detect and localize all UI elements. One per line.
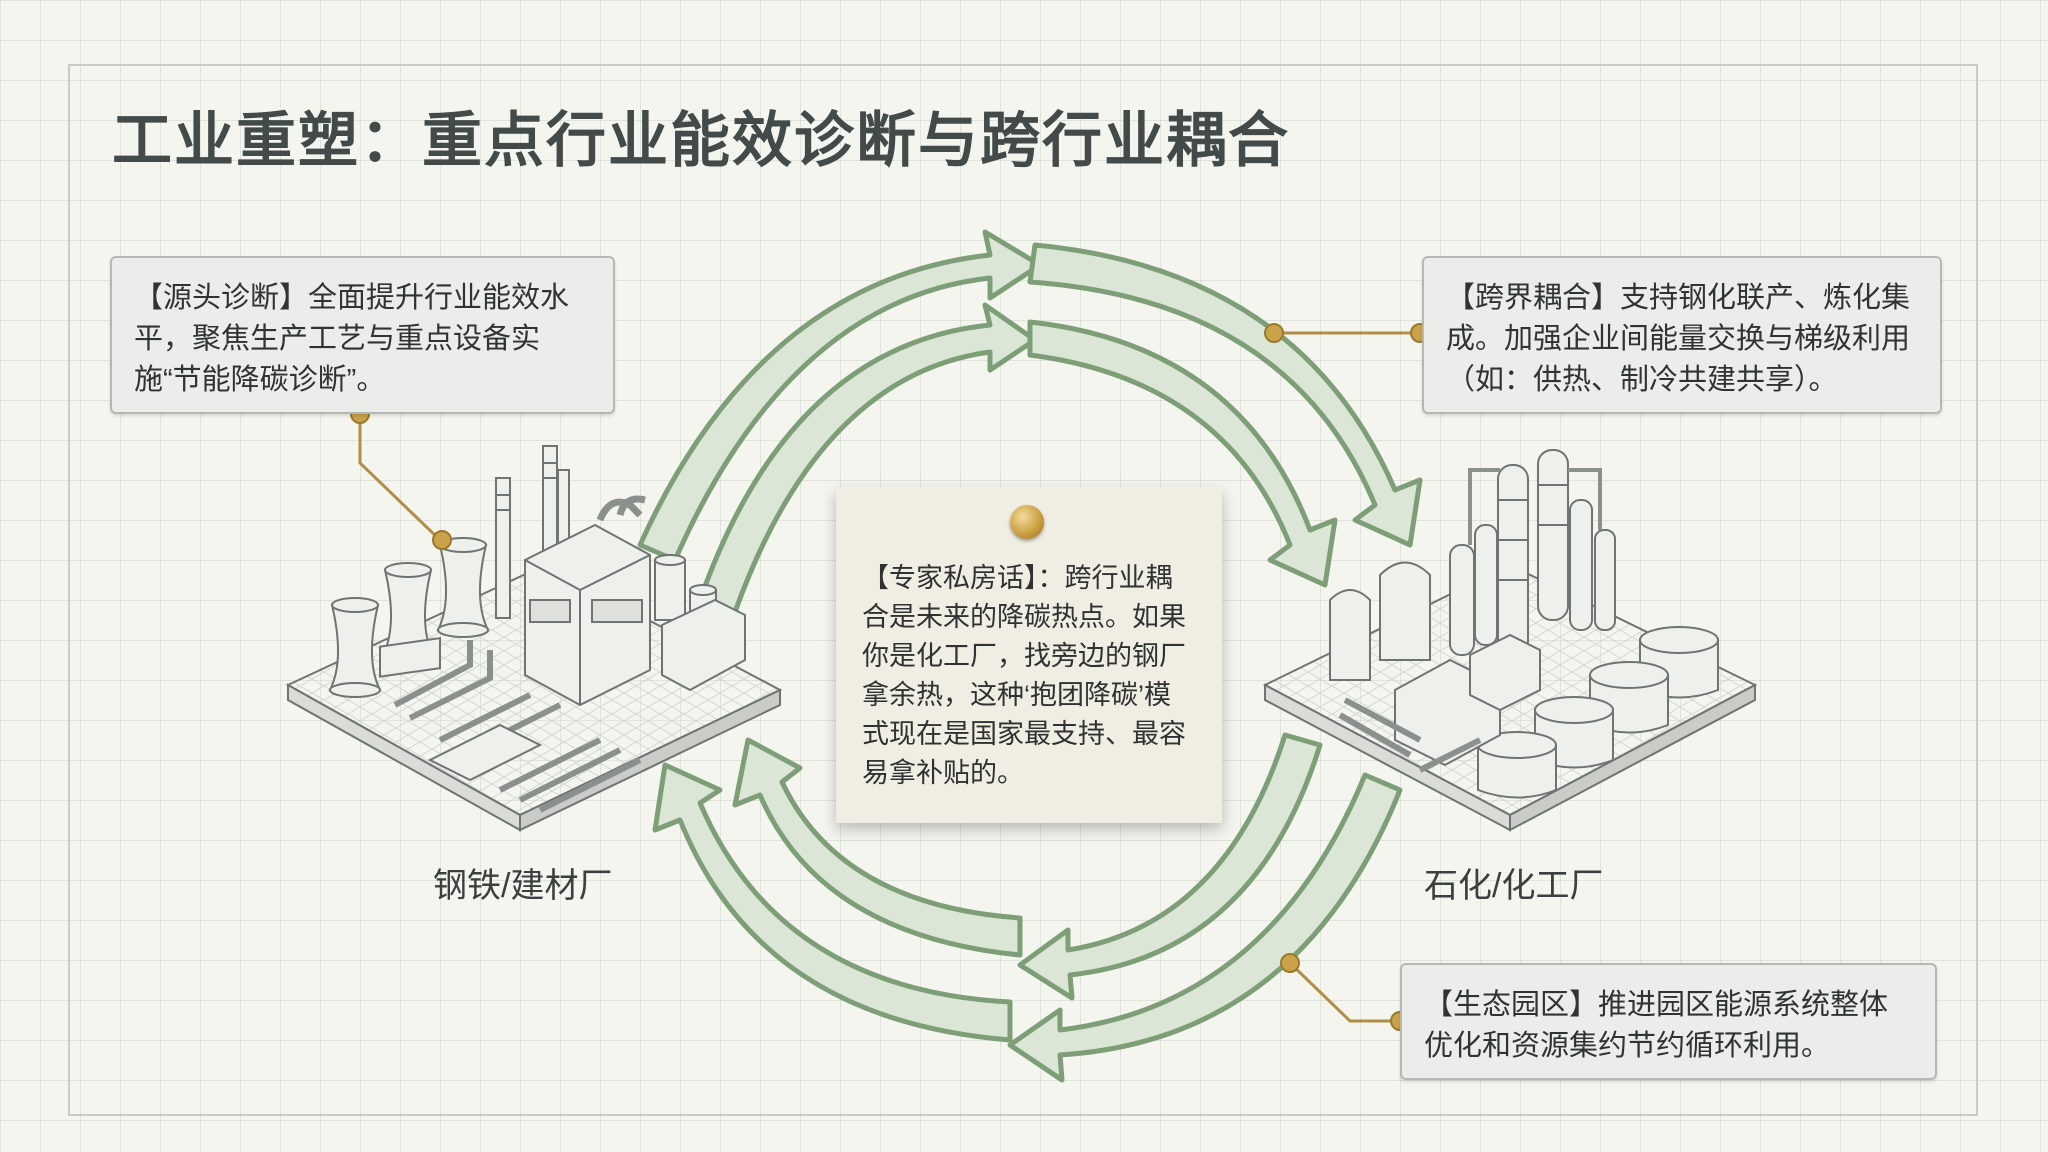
inner-arrow-left <box>732 737 1023 958</box>
chem-plant-illustration <box>1262 449 1758 832</box>
connector-cross <box>1264 323 1430 343</box>
inner-arrow-bottom <box>1017 732 1323 1001</box>
page-title: 工业重塑：重点行业能效诊断与跨行业耦合 <box>112 107 1290 174</box>
connector-eco <box>1280 953 1410 1031</box>
outer-arrow-bottom <box>1007 772 1403 1083</box>
expert-note: 【专家私房话】：跨行业耦合是未来的降碳热点。如果你是化工厂，找旁边的钢厂拿余热，… <box>836 487 1222 823</box>
outer-arrow-right <box>1027 242 1423 548</box>
distillation-column-icon <box>1569 499 1593 631</box>
outer-arrow-left <box>652 762 1013 1043</box>
distillation-column-icon <box>1497 464 1529 656</box>
cooling-tower-icon <box>328 597 382 698</box>
chimney-icon <box>495 477 511 619</box>
connector-source <box>350 404 452 550</box>
inner-arrow-right <box>1027 319 1338 588</box>
steel-plant-label: 钢铁/建材厂 <box>433 867 613 905</box>
distillation-column-icon <box>1594 529 1616 631</box>
callout-cross-coupling: 【跨界耦合】支持钢化联产、炼化集成。加强企业间能量交换与梯级利用（如：供热、制冷… <box>1422 256 1942 414</box>
callout-source-diagnosis: 【源头诊断】全面提升行业能效水平，聚焦生产工艺与重点设备实施“节能降碳诊断”。 <box>110 256 615 414</box>
chem-plant-label: 石化/化工厂 <box>1424 867 1604 905</box>
content-frame <box>68 64 1978 1116</box>
distillation-column-icon <box>1537 449 1569 621</box>
distillation-column-icon <box>1474 524 1498 646</box>
distillation-column-icon <box>1449 544 1475 656</box>
cooling-tower-icon <box>436 537 490 638</box>
storage-tank-icon <box>1477 731 1557 799</box>
pushpin-icon <box>1010 505 1044 539</box>
callout-eco-park: 【生态园区】推进园区能源系统整体优化和资源集约节约循环利用。 <box>1400 963 1937 1080</box>
steel-plant-illustration <box>285 445 783 832</box>
